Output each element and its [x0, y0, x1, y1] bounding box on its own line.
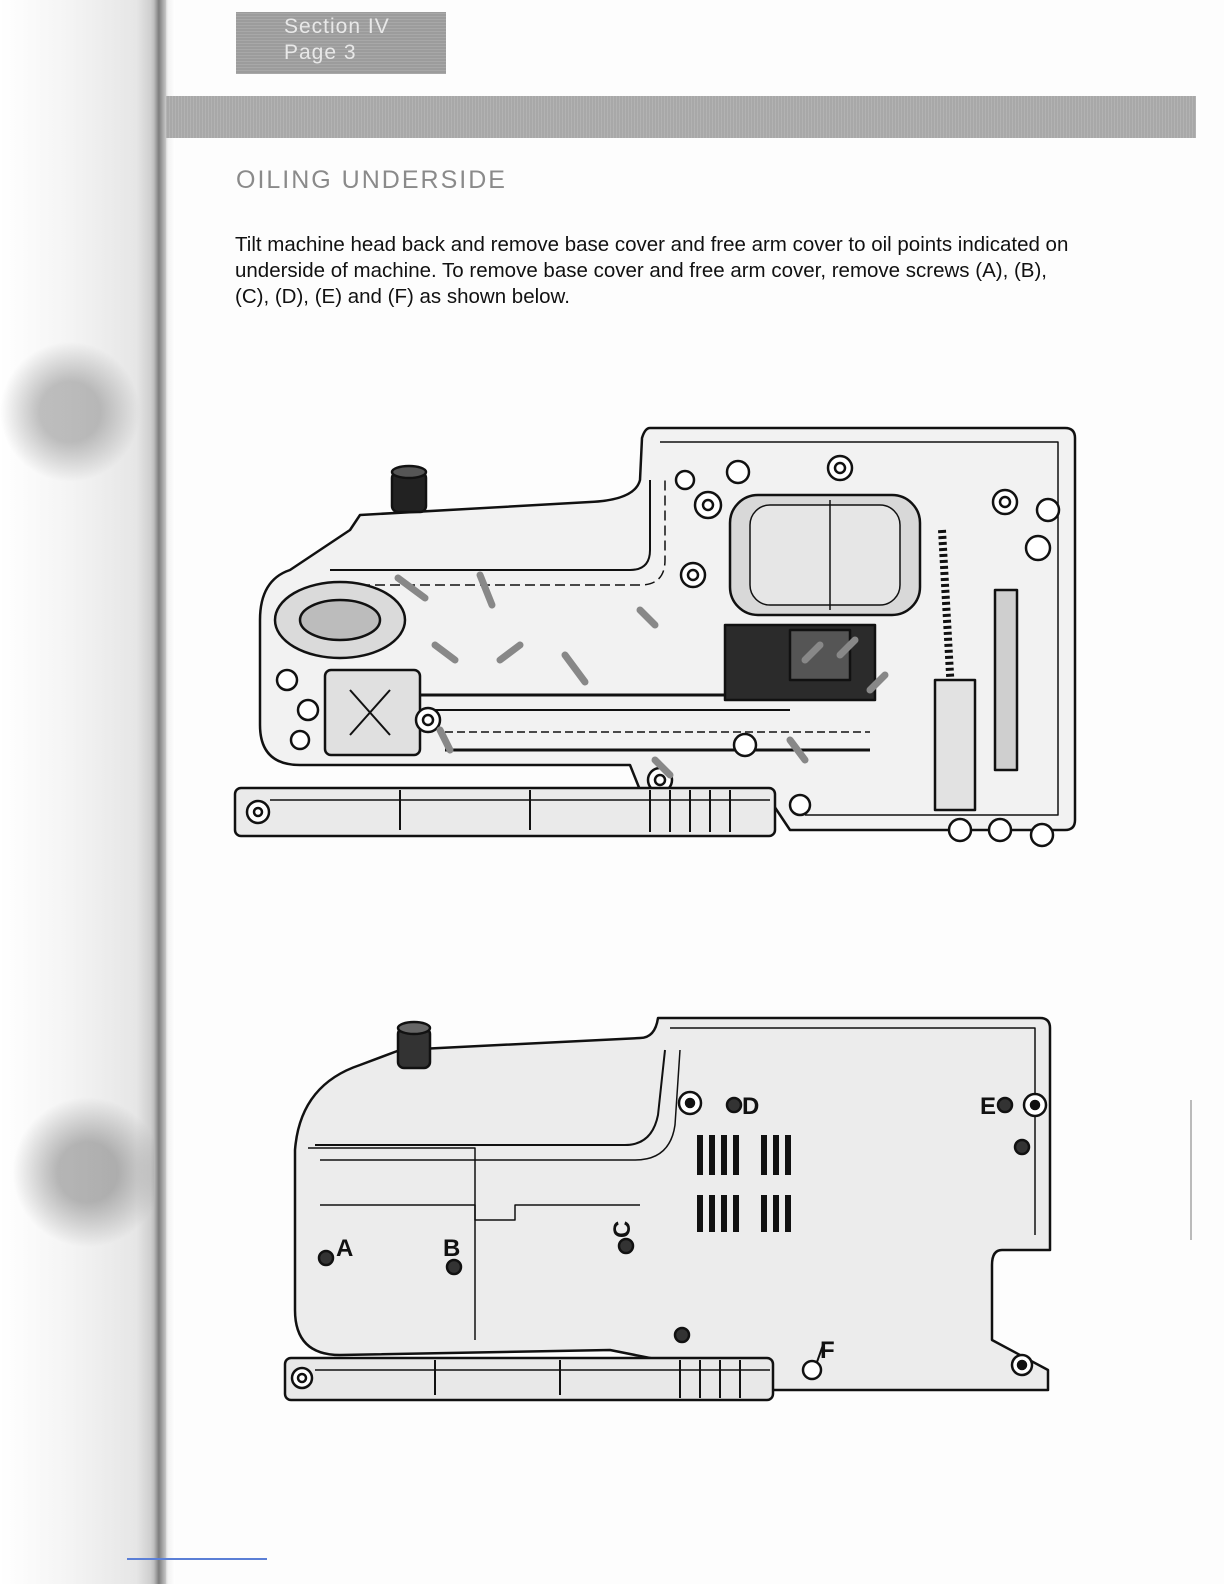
instructions-paragraph: Tilt machine head back and remove base c…	[235, 232, 1085, 310]
machine-underside-open-icon	[230, 420, 1080, 850]
screw-d	[727, 1098, 741, 1112]
screw-label-a: A	[336, 1235, 353, 1262]
screw-label-c: C	[609, 1221, 636, 1238]
scan-artifact-line	[127, 1558, 267, 1560]
screw-a	[319, 1251, 333, 1265]
scan-binding-shadow	[0, 0, 175, 1584]
binding-edge	[154, 0, 166, 1584]
screw-c	[619, 1239, 633, 1253]
page-label: Page 3	[236, 40, 446, 66]
screw-e	[998, 1098, 1012, 1112]
screw-label-f: F	[820, 1337, 835, 1364]
section-tab: Section IV Page 3	[236, 12, 446, 74]
screw-f	[803, 1361, 821, 1379]
screw-label-b: B	[443, 1235, 460, 1262]
screw-label-e: E	[980, 1093, 996, 1120]
section-label: Section IV	[236, 12, 446, 40]
page-title: OILING UNDERSIDE	[236, 166, 507, 195]
free-arm-cover-top	[235, 788, 775, 836]
screw-label-d: D	[742, 1093, 759, 1120]
machine-base-cover-screws-diagram: A B C D E F	[280, 1010, 1070, 1410]
base-cover-outline	[295, 1018, 1050, 1390]
screw-b	[447, 1260, 461, 1274]
scan-margin-line	[1190, 1100, 1192, 1240]
header-band	[166, 96, 1196, 138]
